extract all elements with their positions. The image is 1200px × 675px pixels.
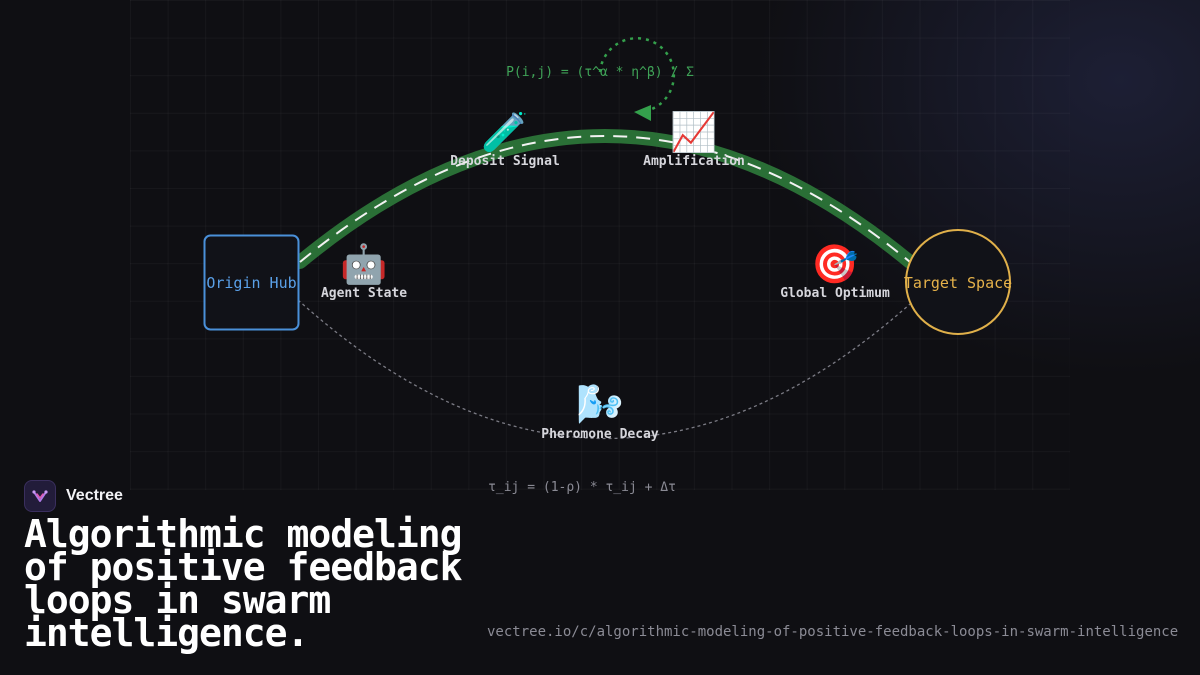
chart-increasing-icon: 📈	[670, 110, 717, 154]
reinforcement-arrow-icon	[634, 105, 651, 121]
target-icon: 🎯	[811, 242, 858, 286]
global-optimum-label: Global Optimum	[780, 286, 890, 301]
brand[interactable]: Vectree	[24, 479, 123, 513]
amplification-label: Amplification	[643, 154, 745, 169]
probability-formula: P(i,j) = (τ^α * η^β) / Σ	[506, 65, 694, 80]
article-url[interactable]: vectree.io/c/algorithmic-modeling-of-pos…	[487, 624, 1179, 640]
target-space-circle	[905, 229, 1011, 335]
robot-icon: 🤖	[340, 242, 387, 286]
test-tube-icon: 🧪	[481, 110, 528, 154]
decay-formula: τ_ij = (1-ρ) * τ_ij + Δτ	[488, 480, 676, 495]
decay-path	[297, 299, 911, 440]
origin-hub-label: Origin Hub	[206, 274, 296, 292]
brand-name: Vectree	[66, 487, 123, 504]
agent-state-label: Agent State	[321, 286, 407, 301]
vectree-logo-icon	[24, 480, 56, 512]
wind-icon: 🌬️	[576, 382, 623, 426]
origin-hub-box	[203, 234, 300, 331]
pheromone-decay-label: Pheromone Decay	[541, 427, 659, 442]
deposit-signal-label: Deposit Signal	[450, 154, 560, 169]
target-space-label: Target Space	[904, 274, 1012, 292]
page-title: Algorithmic modeling of positive feedbac…	[24, 512, 463, 655]
feedback-path	[293, 129, 917, 269]
